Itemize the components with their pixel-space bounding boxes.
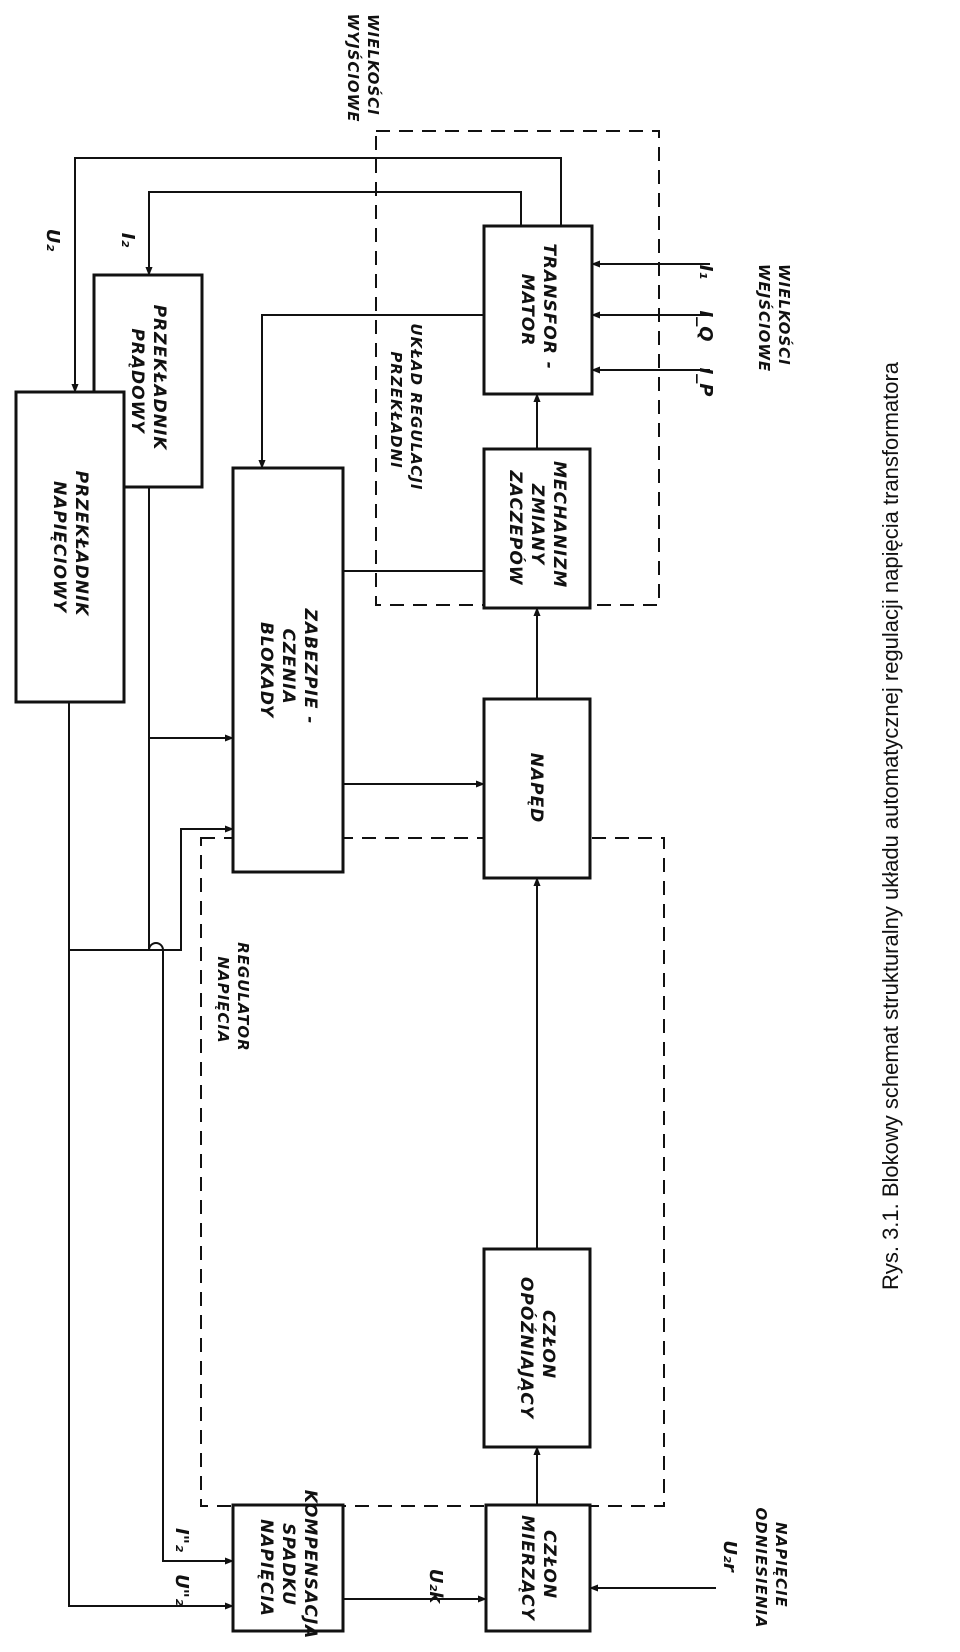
svg-text:TRANSFOR - MATOR: TRANSFOR - MATOR bbox=[517, 243, 559, 376]
svg-text:CZŁON OPÓŹNIAJĄCY: CZŁON OPÓŹNIAJĄCY bbox=[516, 1277, 558, 1420]
block-przekladnik-napieciowy: PRZEKŁADNIK NAPIĘCIOWY bbox=[14, 390, 126, 704]
figure-caption: Rys. 3.1. Blokowy schemat strukturalny u… bbox=[878, 361, 903, 1290]
signal-i1: I₁ bbox=[695, 265, 716, 280]
signal-ip: I_P bbox=[695, 368, 716, 397]
group-label-wielkosci-wejsciowe: WIELKOŚCI WEJŚCIOWE bbox=[755, 264, 794, 372]
signal-u2r: U₂r bbox=[719, 1540, 740, 1573]
group-label-wielkosci-wyjsciowe: WIELKOŚCI WYJŚCIOWE bbox=[344, 14, 383, 123]
block-kompensacja-spadku-napiecia: KOMPENSACJA SPADKU NAPIĘCIA bbox=[231, 1490, 345, 1647]
signal-iq: I_Q bbox=[695, 311, 716, 342]
group-box-regulator bbox=[200, 837, 665, 1507]
svg-text:CZŁON MIERZĄCY: CZŁON MIERZĄCY bbox=[517, 1515, 559, 1621]
block-czlon-mierzacy-visible: CZŁON MIERZĄCY bbox=[484, 1503, 592, 1633]
group-label-napiecie-odniesienia: NAPIĘCIE ODNIESIENIA bbox=[752, 1508, 790, 1629]
signal-u2-double-prime: U"₂ bbox=[171, 1574, 192, 1606]
block-czlon-opozniajacy: CZŁON OPÓŹNIAJĄCY bbox=[482, 1247, 592, 1449]
block-mechanizm-zmiany-zaczepow: MECHANIZM ZMIANY ZACZEPÓW bbox=[482, 447, 592, 610]
block-zabezpieczenia-blokady: ZABEZPIE - CZENIA BLOKADY bbox=[231, 466, 345, 874]
group-label-regulator: REGULATOR NAPIĘCIA bbox=[214, 942, 252, 1058]
svg-text:KOMPENSACJA SPADKU: KOMPENSACJA SPADKU NAPIĘCIA bbox=[256, 1490, 320, 1647]
svg-text:PRZEKŁADNIK PRĄDOWY: PRZEKŁADNIK PRĄDOWY bbox=[127, 305, 169, 458]
block-transformator: TRANSFOR - MATOR bbox=[482, 224, 594, 396]
svg-text:NAPĘD: NAPĘD bbox=[526, 753, 546, 824]
group-label-uklad-regulacji: UKŁAD REGULACJI PRZEKŁADNI bbox=[387, 323, 425, 496]
signal-i2-double-prime: I"₂ bbox=[171, 1528, 192, 1552]
signal-u2k: U₂k bbox=[425, 1569, 446, 1605]
svg-text:PRZEKŁADNIK NAPIĘCIOWY: PRZEKŁADNIK NAPIĘCIOWY bbox=[49, 471, 91, 624]
signal-u2: U₂ bbox=[42, 229, 63, 252]
svg-text:MECHANIZM ZMIANY Z: MECHANIZM ZMIANY ZACZEPÓW bbox=[505, 461, 569, 595]
block-naped: NAPĘD bbox=[482, 697, 592, 880]
svg-text:ZABEZPIE - CZENIA: ZABEZPIE - CZENIA BLOKADY bbox=[256, 608, 320, 732]
signal-i2: I₂ bbox=[117, 233, 138, 248]
